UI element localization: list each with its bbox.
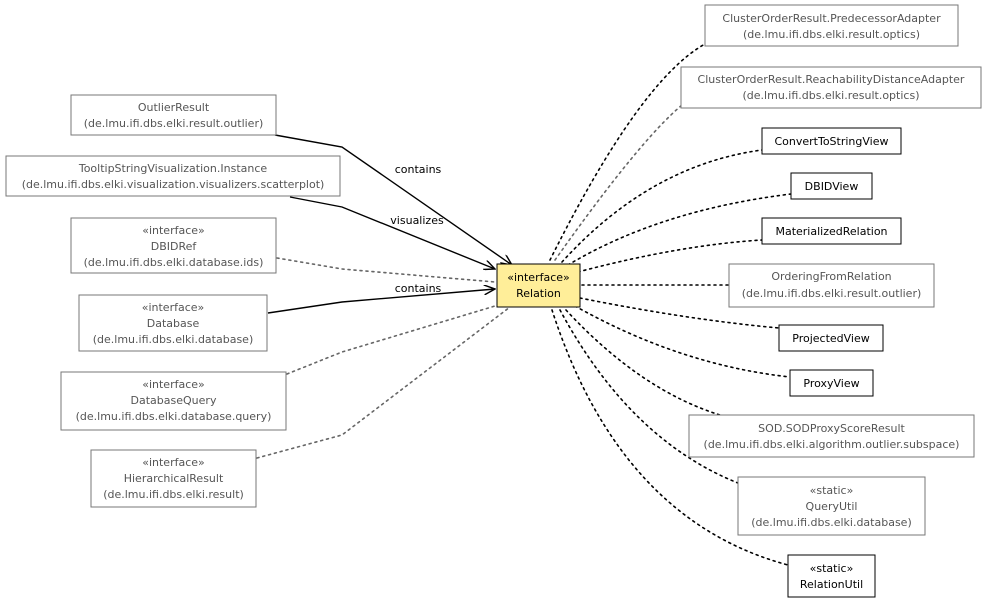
- node-line: (de.lmu.ifi.dbs.elki.database.query): [76, 410, 272, 423]
- node-line: ClusterOrderResult.ReachabilityDistanceA…: [698, 73, 965, 86]
- node-line: Database: [147, 317, 200, 330]
- node-line: OutlierResult: [138, 101, 210, 114]
- edge-dbidref-dotted: [276, 257, 496, 283]
- center-stereotype: «interface»: [507, 271, 570, 284]
- node-line: ConvertToStringView: [774, 135, 888, 148]
- node-line: «static»: [810, 562, 854, 575]
- node-line: «interface»: [142, 301, 205, 314]
- class-database[interactable]: «interface» Database (de.lmu.ifi.dbs.elk…: [78, 294, 268, 352]
- class-dbidref[interactable]: «interface» DBIDRef (de.lmu.ifi.dbs.elki…: [70, 217, 277, 274]
- node-line: «interface»: [142, 456, 205, 469]
- node-line: «static»: [810, 484, 854, 497]
- node-line: TooltipStringVisualization.Instance: [78, 162, 268, 175]
- node-line: (de.lmu.ifi.dbs.elki.database.ids): [84, 256, 264, 269]
- node-line: DatabaseQuery: [131, 394, 217, 407]
- edge-hierarchicalresult-dotted: [256, 306, 511, 459]
- edge-sod-proxy-score-result: [565, 309, 721, 416]
- class-dbid-view[interactable]: DBIDView: [790, 172, 873, 200]
- node-line: ProjectedView: [792, 332, 870, 345]
- node-line: RelationUtil: [800, 578, 863, 591]
- node-line: (de.lmu.ifi.dbs.elki.database): [93, 333, 254, 346]
- node-line: (de.lmu.ifi.dbs.elki.result.outlier): [742, 287, 922, 300]
- class-convert-to-string-view[interactable]: ConvertToStringView: [761, 127, 902, 155]
- edge-proxy-view: [574, 305, 791, 378]
- node-line: (de.lmu.ifi.dbs.elki.result): [103, 488, 244, 501]
- node-line: (de.lmu.ifi.dbs.elki.result.outlier): [84, 117, 264, 130]
- node-line: (de.lmu.ifi.dbs.elki.result.optics): [743, 28, 920, 41]
- edge-label-contains-database: contains: [395, 282, 442, 295]
- edge-reachability-adapter: [554, 104, 683, 261]
- node-line: QueryUtil: [806, 500, 858, 513]
- class-outlier-result[interactable]: OutlierResult (de.lmu.ifi.dbs.elki.resul…: [70, 94, 277, 136]
- edge-databasequery-dotted: [286, 302, 506, 375]
- edge-materialized-relation: [577, 239, 763, 273]
- node-line: (de.lmu.ifi.dbs.elki.algorithm.outlier.s…: [704, 438, 960, 451]
- center-name: Relation: [516, 287, 561, 300]
- node-line: ProxyView: [803, 377, 859, 390]
- node-line: SOD.SODProxyScoreResult: [758, 422, 905, 435]
- edge-predecessor-adapter: [549, 43, 706, 261]
- edge-outlierresult-contains: [274, 134, 512, 265]
- edge-query-util: [559, 309, 739, 484]
- node-line: (de.lmu.ifi.dbs.elki.database): [751, 516, 912, 529]
- node-line: MaterializedRelation: [775, 225, 887, 238]
- edge-dbid-view: [567, 193, 792, 266]
- node-line: ClusterOrderResult.PredecessorAdapter: [722, 12, 941, 25]
- node-line: DBIDView: [805, 180, 859, 193]
- edge-relation-util: [551, 309, 789, 566]
- node-line: DBIDRef: [151, 240, 198, 253]
- class-hierarchical-result[interactable]: «interface» HierarchicalResult (de.lmu.i…: [90, 449, 257, 508]
- class-query-util[interactable]: «static» QueryUtil (de.lmu.ifi.dbs.elki.…: [737, 476, 926, 536]
- node-line: (de.lmu.ifi.dbs.elki.result.optics): [743, 89, 920, 102]
- edge-projected-view: [579, 297, 780, 329]
- edge-tooltip-visualizes: [289, 196, 495, 269]
- class-proxy-view[interactable]: ProxyView: [789, 369, 874, 397]
- class-predecessor-adapter[interactable]: ClusterOrderResult.PredecessorAdapter (d…: [704, 4, 959, 47]
- class-tooltip-instance[interactable]: TooltipStringVisualization.Instance (de.…: [5, 155, 341, 197]
- node-line: OrderingFromRelation: [771, 270, 891, 283]
- class-materialized-relation[interactable]: MaterializedRelation: [761, 217, 902, 245]
- node-line: «interface»: [142, 378, 205, 391]
- class-relation-util[interactable]: «static» RelationUtil: [787, 554, 876, 598]
- class-relation[interactable]: «interface» Relation: [496, 263, 581, 308]
- class-reachability-adapter[interactable]: ClusterOrderResult.ReachabilityDistanceA…: [680, 66, 982, 109]
- edge-database-contains: [267, 289, 495, 314]
- edge-convert-to-string-view: [561, 149, 763, 263]
- node-line: HierarchicalResult: [124, 472, 224, 485]
- edge-label-contains-outlierresult: contains: [395, 163, 442, 176]
- class-database-query[interactable]: «interface» DatabaseQuery (de.lmu.ifi.db…: [60, 371, 287, 431]
- node-line: «interface»: [142, 224, 205, 237]
- node-line: (de.lmu.ifi.dbs.elki.visualization.visua…: [22, 178, 325, 191]
- class-projected-view[interactable]: ProjectedView: [778, 324, 884, 352]
- class-sod-proxy-score-result[interactable]: SOD.SODProxyScoreResult (de.lmu.ifi.dbs.…: [688, 414, 975, 458]
- class-ordering-from-relation[interactable]: OrderingFromRelation (de.lmu.ifi.dbs.elk…: [728, 263, 935, 308]
- edge-label-visualizes: visualizes: [390, 214, 444, 227]
